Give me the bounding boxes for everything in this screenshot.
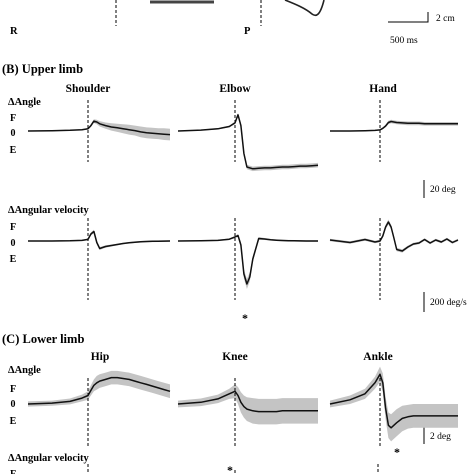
tick-lower-vel-f: F — [10, 469, 16, 474]
label-r: R — [10, 26, 18, 37]
row-label-lower-velocity: ΔAngular velocity — [8, 453, 90, 464]
upper-angle-elbow-sd-band — [178, 113, 318, 172]
label-p: P — [244, 26, 251, 37]
tick-lower-angle-0: 0 — [11, 399, 16, 410]
tick-upper-vel-e: E — [10, 254, 17, 265]
tick-lower-angle-f: F — [10, 384, 16, 395]
tick-upper-vel-0: 0 — [11, 238, 16, 249]
scale-label-upper-angle: 20 deg — [430, 185, 456, 195]
upper-angle-hand-mean-line — [330, 120, 458, 132]
star-upper-elbow: * — [242, 311, 248, 325]
col-label-hip: Hip — [91, 351, 110, 363]
scale-label-lower-angle: 2 deg — [430, 432, 451, 442]
upper-angle-elbow-mean-line — [177, 114, 319, 170]
lower-angle-ankle-sd-band — [330, 366, 458, 442]
row-label-upper-angle: ΔAngle — [8, 97, 41, 108]
tick-lower-angle-e: E — [10, 416, 17, 427]
tick-upper-angle-0: 0 — [11, 128, 16, 139]
plot-layer — [27, 100, 459, 446]
lower-angle-knee-sd-band — [178, 384, 318, 425]
upper-velocity-elbow-mean-line — [177, 234, 318, 285]
upper-angle-shoulder-mean-line — [27, 120, 171, 136]
col-label-hand: Hand — [369, 83, 397, 95]
lower-angle-knee-mean-line — [177, 390, 318, 413]
lower-angle-ankle-mean-line — [329, 373, 458, 429]
row-label-lower-angle: ΔAngle — [8, 365, 41, 376]
col-label-elbow: Elbow — [219, 83, 251, 95]
trace-p-top — [284, 0, 325, 17]
col-label-shoulder: Shoulder — [66, 83, 111, 95]
upper-velocity-elbow-sd-band — [178, 234, 318, 289]
tick-upper-vel-f: F — [10, 222, 16, 233]
upper-angle-hand-sd-band — [330, 119, 458, 132]
scale-bar-time — [388, 12, 429, 23]
tick-upper-angle-f: F — [10, 113, 16, 124]
lower-angle-hip-sd-band — [28, 370, 170, 407]
upper-velocity-hand-mean-line — [329, 221, 459, 252]
scale-label-amp: 2 cm — [436, 14, 455, 24]
tick-upper-angle-e: E — [10, 145, 17, 156]
section-title-upper: (B) Upper limb — [2, 62, 83, 76]
upper-velocity-shoulder-mean-line — [28, 230, 171, 250]
top-strip: R P 2 cm 500 ms — [10, 0, 455, 46]
col-label-knee: Knee — [222, 351, 248, 363]
star-lower-ankle: * — [394, 445, 400, 459]
col-label-ankle: Ankle — [363, 351, 392, 363]
scale-label-time: 500 ms — [390, 36, 418, 46]
row-label-upper-velocity: ΔAngular velocity — [8, 205, 90, 216]
scale-label-upper-velocity: 200 deg/s — [430, 298, 467, 308]
section-title-lower: (C) Lower limb — [2, 332, 84, 346]
star-lower-knee-vel: * — [227, 463, 233, 474]
upper-angle-shoulder-sd-band — [28, 119, 170, 141]
lower-angle-hip-mean-line — [27, 376, 171, 405]
